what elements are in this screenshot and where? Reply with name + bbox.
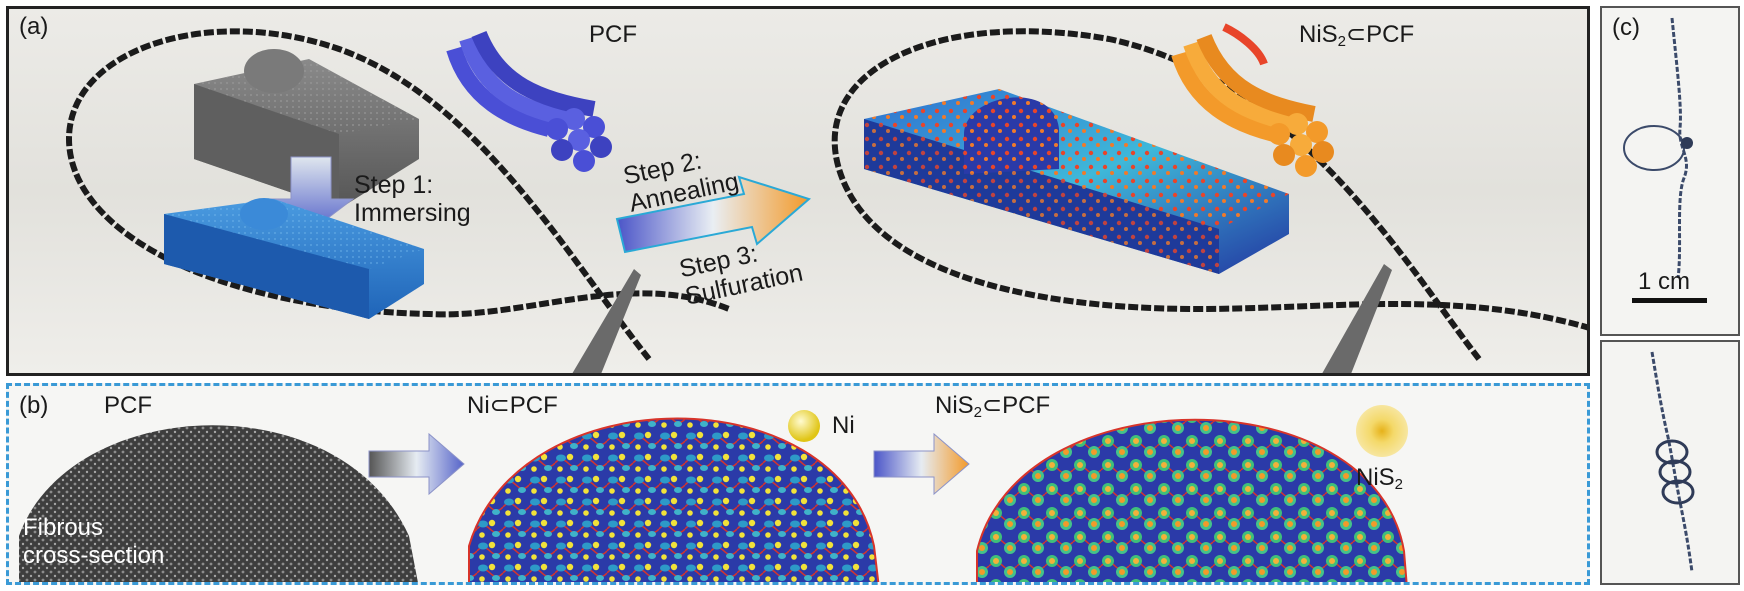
nis2-legend-label: NiS2	[1356, 464, 1404, 493]
panel-c-letter: (c)	[1612, 14, 1640, 41]
nis2-pcf-label: NiS2⊂PCF	[1299, 21, 1415, 50]
cross-section-label: Fibrous cross-section	[23, 514, 165, 569]
braided-fiber-photo	[1650, 351, 1694, 573]
panel-b-pcf-label: PCF	[104, 392, 152, 419]
tweezer-tip-right	[1322, 264, 1392, 373]
panel-c-bottom-photo	[1650, 351, 1695, 573]
panel-b-illustration	[19, 405, 1408, 582]
panel-b: (b) PCF Fibrous cross-section Ni⊂PCF Ni …	[6, 383, 1590, 585]
step1-label: Step 1: Immersing	[354, 171, 471, 227]
panel-a-illustration	[65, 23, 1587, 373]
nis2-doped-block	[864, 89, 1289, 274]
ni-legend-ball-icon	[788, 410, 820, 442]
panel-b-arrow-1	[368, 432, 465, 496]
nis2-pcf-label-b: NiS2⊂PCF	[935, 392, 1051, 421]
panel-b-arrow-2	[873, 432, 970, 496]
immersed-block	[164, 198, 424, 319]
step23-arrow	[615, 175, 812, 254]
panel-c-top-photo	[1623, 17, 1707, 303]
nis2-pcf-cross-section	[976, 418, 1408, 582]
panel-c-bottom	[1600, 340, 1740, 585]
panel-a: (a) PCF NiS2⊂PCF Step 1: Immersing Step …	[6, 6, 1590, 376]
nis2-legend-ball-icon	[1356, 405, 1408, 457]
pcf-label: PCF	[589, 21, 637, 48]
tweezer-tip-left	[572, 269, 641, 373]
scale-bar	[1632, 298, 1707, 303]
ni-pcf-label: Ni⊂PCF	[467, 392, 558, 419]
panel-c-top: (c) 1 cm	[1600, 6, 1740, 336]
scale-bar-label: 1 cm	[1638, 268, 1691, 295]
ni-pcf-cross-section	[468, 417, 880, 582]
pcf-cross-section	[19, 425, 418, 582]
fiber-loop-left	[65, 28, 731, 361]
nis2-pcf-bundle-icon	[1171, 23, 1334, 177]
pcf-bundle-icon	[446, 30, 612, 172]
panel-b-letter: (b)	[19, 392, 49, 419]
panel-a-letter: (a)	[19, 13, 49, 40]
ni-legend-label: Ni	[832, 412, 855, 439]
